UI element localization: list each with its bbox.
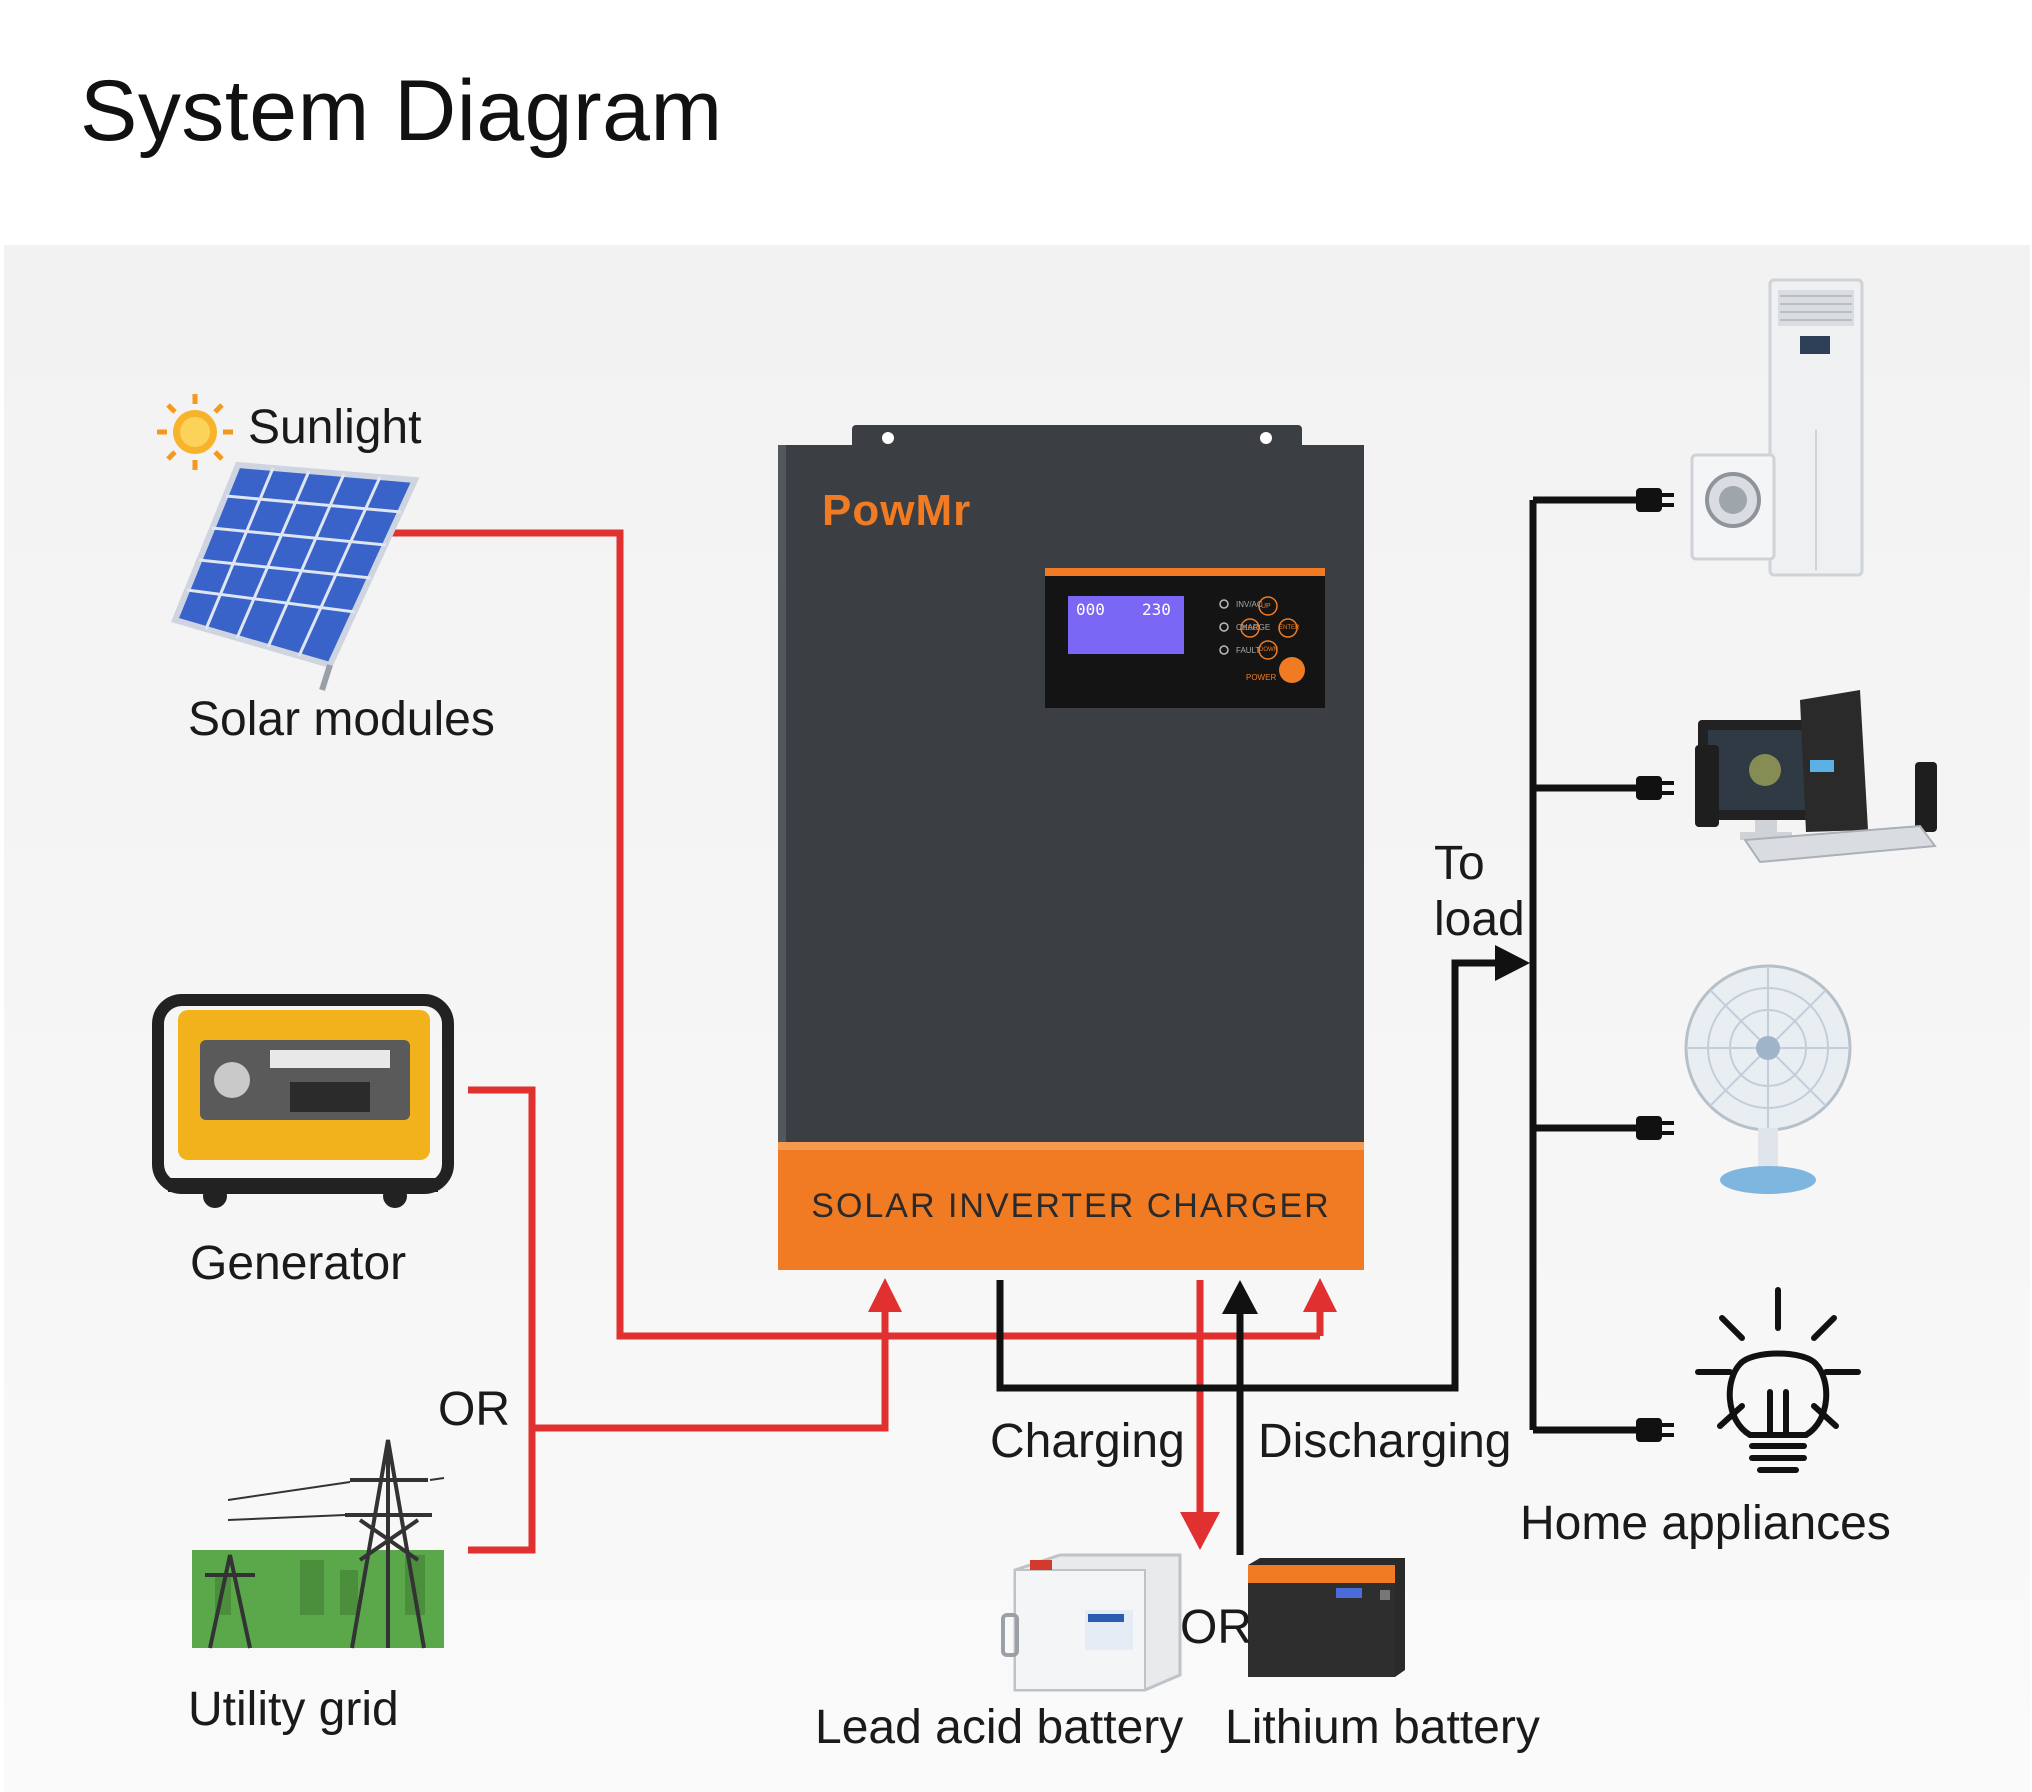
discharging-label: Discharging bbox=[1258, 1415, 1512, 1468]
inverter-band-text: SOLAR INVERTER CHARGER bbox=[811, 1186, 1331, 1225]
power-button-label: POWER bbox=[1246, 673, 1277, 682]
sun-icon bbox=[157, 394, 233, 470]
generator-icon bbox=[152, 994, 454, 1208]
page-title: System Diagram bbox=[80, 63, 723, 159]
battery-or-label: OR bbox=[1180, 1601, 1252, 1654]
inverter-lcd-screen: 000 230 bbox=[1068, 596, 1184, 654]
home-appliances-label: Home appliances bbox=[1520, 1497, 1891, 1550]
grid-or-label: OR bbox=[438, 1383, 510, 1436]
lead-acid-battery-icon bbox=[1001, 1553, 1182, 1692]
solar-panel-icon bbox=[170, 461, 420, 691]
solar-modules-label: Solar modules bbox=[188, 693, 495, 746]
grid-generator-to-inverter-wire bbox=[468, 1086, 889, 1554]
sunlight-label: Sunlight bbox=[248, 401, 422, 454]
electric-fan-icon bbox=[1684, 964, 1852, 1194]
inverter-brand-logo: PowMr bbox=[822, 486, 972, 535]
charging-wire bbox=[1180, 1280, 1220, 1550]
light-bulb-icon bbox=[1695, 1287, 1861, 1473]
lithium-battery-label: Lithium battery bbox=[1225, 1701, 1540, 1754]
to-load-label-line1: To bbox=[1434, 837, 1485, 890]
utility-grid-label: Utility grid bbox=[188, 1683, 399, 1736]
utility-grid-icon bbox=[192, 1439, 445, 1649]
esc-button-label: ESC bbox=[1243, 625, 1258, 632]
solar-input-arrow bbox=[1303, 1278, 1337, 1312]
lcd-output-value: 230 bbox=[1142, 600, 1171, 619]
discharging-wire bbox=[1222, 1280, 1258, 1555]
lcd-input-value: 000 bbox=[1076, 600, 1105, 619]
ac-input-arrow-1 bbox=[868, 1278, 902, 1312]
up-button-label: UP bbox=[1261, 603, 1271, 610]
enter-button-label: ENTER bbox=[1279, 625, 1300, 631]
indicator-fault-label: FAULT bbox=[1236, 646, 1261, 655]
indicator-charge-label: CHARGE bbox=[1236, 623, 1271, 632]
lead-acid-battery-label: Lead acid battery bbox=[815, 1701, 1184, 1754]
to-load-label-line2: load bbox=[1434, 893, 1525, 946]
washing-machine-icon bbox=[1690, 453, 1776, 561]
load-bus bbox=[1529, 496, 1640, 1434]
down-button-label: DOWN bbox=[1259, 647, 1278, 653]
air-conditioner-icon bbox=[1768, 278, 1864, 577]
desktop-computer-icon bbox=[1695, 690, 1937, 864]
inverter-device bbox=[778, 425, 1364, 1270]
to-load-arrow bbox=[1495, 945, 1530, 981]
lithium-battery-icon bbox=[1248, 1558, 1405, 1677]
output-to-load-wire bbox=[996, 959, 1500, 1392]
indicator-inv-ac-label: INV/AC bbox=[1236, 600, 1263, 609]
solar-to-inverter-wire bbox=[385, 529, 1320, 1340]
generator-label: Generator bbox=[190, 1237, 407, 1290]
charging-label: Charging bbox=[990, 1415, 1185, 1468]
plug-icons bbox=[1636, 488, 1674, 1442]
